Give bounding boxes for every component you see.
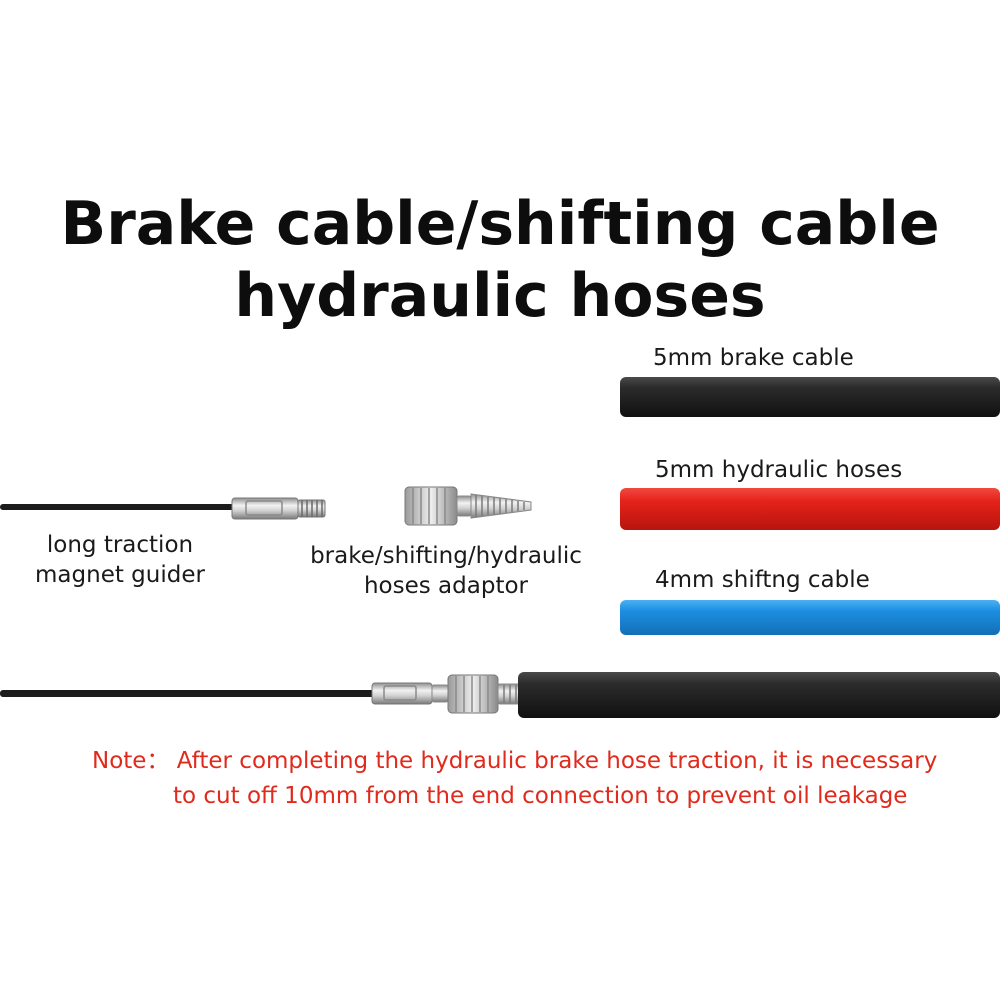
guider-label: long traction magnet guider (30, 530, 210, 590)
guider-label-line-1: long traction (46, 532, 194, 558)
hose-adaptor (404, 486, 532, 526)
hydraulic-hose-label: 5mm hydraulic hoses (655, 457, 903, 483)
note-line-2: to cut off 10mm from the end connection … (173, 783, 908, 809)
shifting-cable-label: 4mm shiftng cable (655, 567, 870, 593)
guider-label-line-2: magnet guider (35, 562, 205, 588)
hydraulic-hose-sample (620, 488, 1000, 530)
title-line-2: hydraulic hoses (234, 261, 766, 331)
installation-note: Note： After completing the hydraulic bra… (92, 744, 992, 814)
traction-magnet-guider (0, 497, 326, 520)
adaptor-label-line-2: hoses adaptor (363, 573, 528, 599)
assembled-connection (0, 672, 1000, 718)
adaptor-label: brake/shifting/hydraulic hoses adaptor (296, 541, 596, 601)
title-line-1: Brake cable/shifting cable (60, 189, 940, 259)
shifting-cable-sample (620, 600, 1000, 635)
adaptor-label-line-1: brake/shifting/hydraulic (310, 543, 582, 569)
note-line-1: Note： After completing the hydraulic bra… (92, 748, 938, 774)
brake-cable-label: 5mm brake cable (653, 345, 854, 371)
brake-cable-sample (620, 377, 1000, 417)
